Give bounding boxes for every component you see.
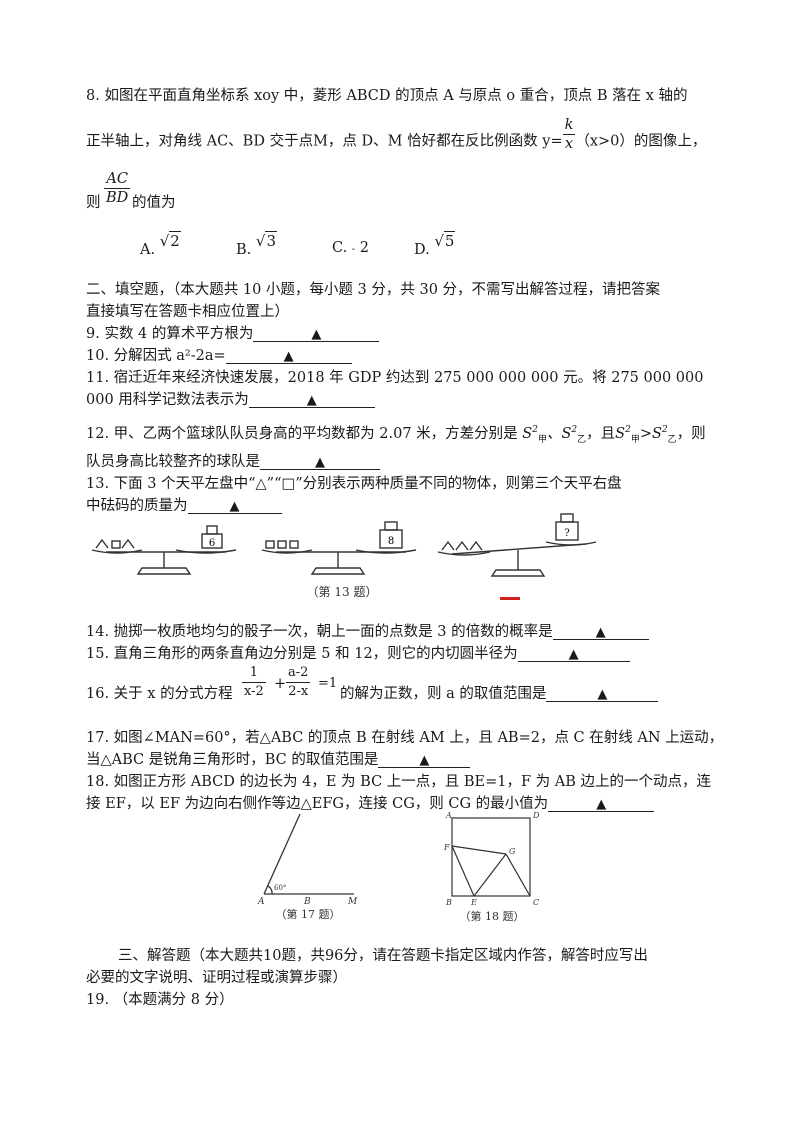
q19-heading: 19. （本题满分 8 分） xyxy=(86,992,234,1008)
point-m-label: M xyxy=(347,897,358,907)
q18-line2: 接 EF，以 EF 为边向右侧作等边△EFG，连接 CG，则 CG 的最小值为▲ xyxy=(86,794,655,814)
q13-balance-figure: 6 8 ? （第 13 题） xyxy=(91,513,597,599)
point-a-label: A xyxy=(257,897,265,907)
scale-weight-2: 8 xyxy=(388,536,394,547)
point-b-label: B xyxy=(445,898,452,907)
q12-line2: 队员身高比较整齐的球队是▲ xyxy=(86,452,380,472)
q12-line1: 12. 甲、乙两个篮球队队员身高的平均数都为 2.07 米，方差分别是 S2甲、… xyxy=(86,425,706,445)
q17-line2: 当△ABC 是锐角三角形时，BC 的取值范围是▲ xyxy=(86,750,471,770)
balance-scale-2 xyxy=(261,521,417,575)
section2-heading-line2: 直接填写在答题卡相应位置上） xyxy=(86,304,289,320)
q11-answer-blank[interactable]: ▲ xyxy=(248,390,375,408)
scale-weight-1: 6 xyxy=(209,538,215,549)
point-c-label: C xyxy=(533,898,539,907)
q10: 10. 分解因式 a²-2a=▲ xyxy=(86,346,352,366)
angle-label: 60° xyxy=(274,884,286,892)
q17-answer-blank[interactable]: ▲ xyxy=(378,750,471,768)
option-b[interactable]: B. √3 xyxy=(236,231,277,258)
q14: 14. 抛掷一枚质地均匀的骰子一次，朝上一面的点数是 3 的倍数的概率是▲ xyxy=(86,622,649,642)
variance-expression: S2甲、S2乙，且S2甲>S2乙 xyxy=(522,425,677,445)
q17-line1: 17. 如图∠MAN=60°，若△ABC 的顶点 B 在射线 AM 上，且 AB… xyxy=(86,730,724,746)
q13-answer-blank[interactable]: ▲ xyxy=(187,496,282,514)
q18-square-figure: A D F G B E C （第 18 题） xyxy=(443,811,540,923)
option-d[interactable]: D. √5 xyxy=(414,231,456,258)
q9: 9. 实数 4 的算术平方根为▲ xyxy=(86,324,380,344)
section3-heading-line1: 三、解答题（本大题共10题，共96分，请在答题卡指定区域内作答，解答时应写出 xyxy=(118,948,648,964)
scale-weight-3: ? xyxy=(564,528,569,539)
q16-answer-blank[interactable]: ▲ xyxy=(546,684,659,702)
q11-line2: 000 用科学记数法表示为▲ xyxy=(86,390,375,410)
q15-answer-blank[interactable]: ▲ xyxy=(517,644,630,662)
option-c[interactable]: C. - 2 xyxy=(332,240,370,256)
point-d-label: D xyxy=(532,811,540,820)
q13-line1: 13. 下面 3 个天平左盘中“△”“□”分别表示两种质量不同的物体，则第三个天… xyxy=(86,476,622,492)
q18-line1: 18. 如图正方形 ABCD 的边长为 4，E 为 BC 上一点，且 BE=1，… xyxy=(86,774,712,790)
q14-answer-blank[interactable]: ▲ xyxy=(552,622,649,640)
red-mark xyxy=(500,597,520,600)
section2-heading-line1: 二、填空题，（本大题共 10 小题，每小题 3 分，共 30 分，不需写出解答过… xyxy=(86,282,661,298)
point-g-label: G xyxy=(509,847,516,856)
q18-figure-caption: （第 18 题） xyxy=(460,909,525,923)
balance-scale-3 xyxy=(437,513,597,577)
q8-line1: 8. 如图在平面直角坐标系 xoy 中，菱形 ABCD 的顶点 A 与原点 o … xyxy=(86,88,688,104)
option-a[interactable]: A. √2 xyxy=(140,231,181,258)
q12-answer-blank[interactable]: ▲ xyxy=(260,452,380,470)
q9-answer-blank[interactable]: ▲ xyxy=(253,324,380,342)
q17-angle-figure: 60° A B M （第 17 题） xyxy=(257,813,358,921)
q17-figure-caption: （第 17 题） xyxy=(276,907,341,921)
q13-line2: 中砝码的质量为▲ xyxy=(86,496,282,516)
point-e-label: E xyxy=(470,898,477,907)
q11-line1: 11. 宿迁近年来经济快速发展，2018 年 GDP 约达到 275 000 0… xyxy=(86,370,704,386)
point-b-label: B xyxy=(303,897,311,907)
balance-scale-1 xyxy=(91,525,237,575)
q10-answer-blank[interactable]: ▲ xyxy=(225,346,352,364)
q18-answer-blank[interactable]: ▲ xyxy=(548,794,655,812)
point-f-label: F xyxy=(443,843,450,852)
q13-figure-caption: （第 13 题） xyxy=(307,585,378,599)
q15: 15. 直角三角形的两条直角边分别是 5 和 12，则它的内切圆半径为▲ xyxy=(86,644,630,664)
section3-heading-line2: 必要的文字说明、证明过程或演算步骤） xyxy=(86,970,347,986)
point-a-label: A xyxy=(445,811,452,820)
